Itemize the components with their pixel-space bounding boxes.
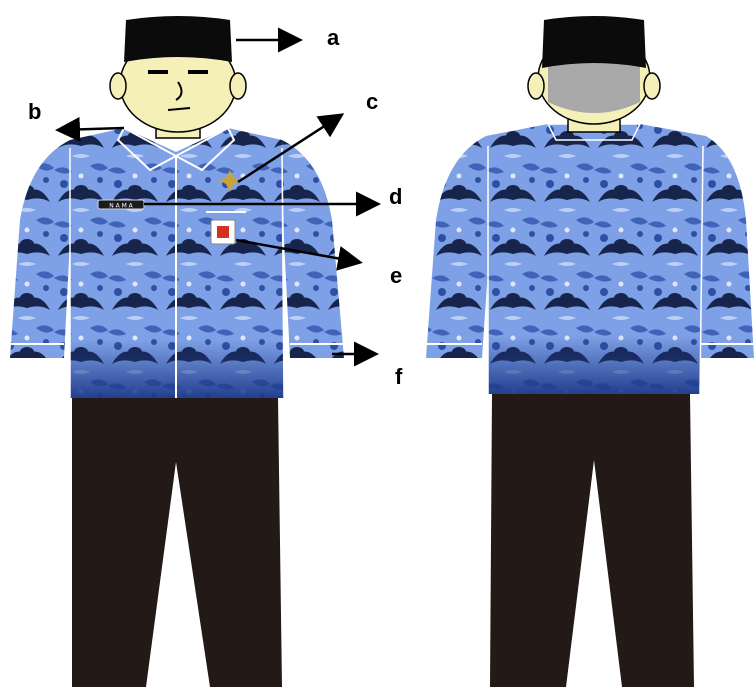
badge-pin [211, 220, 235, 244]
front-cap [124, 16, 232, 62]
front-view: N A M A [10, 16, 344, 687]
label-b: b [28, 101, 41, 123]
front-shirt [10, 128, 344, 398]
front-trousers [72, 398, 282, 687]
back-trousers [490, 394, 694, 687]
label-c: c [366, 91, 378, 113]
back-cap [542, 16, 646, 68]
label-d: d [389, 186, 402, 208]
arrow-b [60, 128, 124, 130]
back-view [426, 16, 754, 687]
label-f: f [395, 366, 402, 388]
name-tag: N A M A [98, 200, 144, 210]
label-e: e [390, 265, 402, 287]
label-a: a [327, 27, 339, 49]
back-shirt [426, 124, 754, 394]
name-tag-text: N A M A [109, 203, 133, 210]
